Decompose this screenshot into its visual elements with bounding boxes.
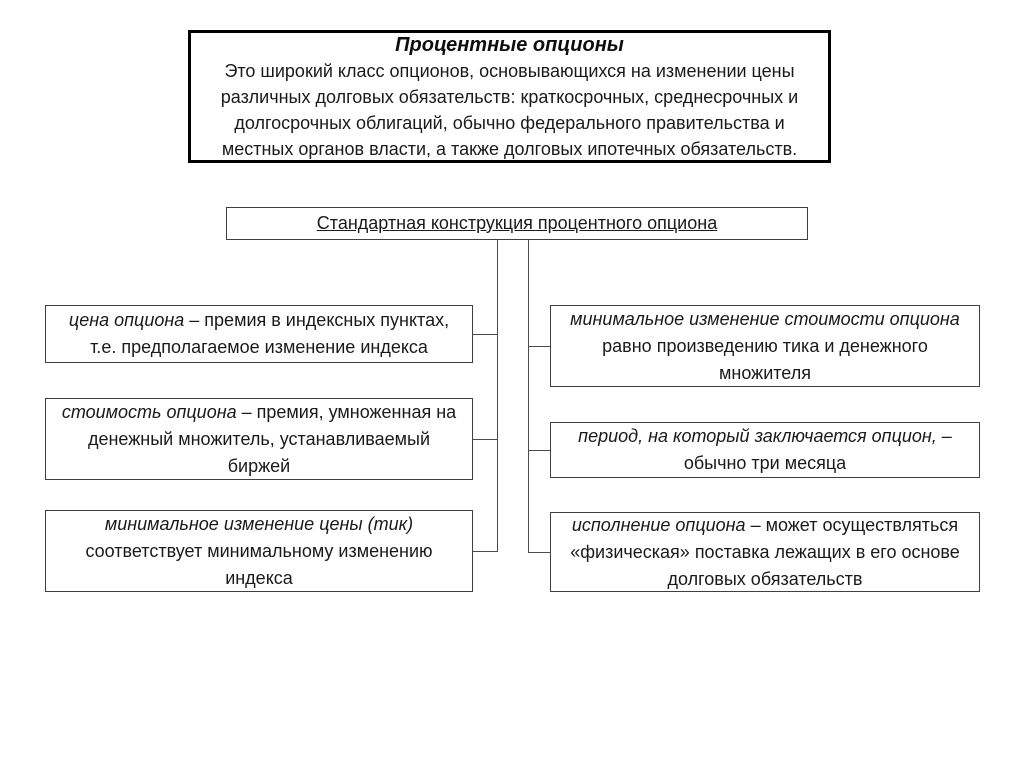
definition-term-price: цена опциона <box>68 310 185 330</box>
intro-title: Процентные опционы <box>395 33 624 56</box>
connector-trunk-left <box>497 240 498 552</box>
definition-rest-price: – премия в индексных пунктах, т.е. предп… <box>90 310 450 357</box>
definition-box-period: период, на который заключается опцион, –… <box>550 422 980 478</box>
definition-text-tick: минимальное изменение цены (тик) соответ… <box>85 511 432 592</box>
definition-text-value: стоимость опциона – премия, умноженная н… <box>62 399 456 480</box>
definition-text-price: цена опциона – премия в индексных пункта… <box>69 307 449 361</box>
definition-term-period: период, на который заключается опцион, – <box>578 426 952 446</box>
connector-trunk-right <box>528 240 529 553</box>
definition-rest-period: обычно три месяца <box>683 453 847 473</box>
definition-text-execution: исполнение опциона – может осуществлятьс… <box>570 512 960 593</box>
definition-rest-value: – премия, умноженная на денежный множите… <box>87 401 457 476</box>
definition-rest-tick: соответствует минимальному изменению инд… <box>85 540 433 588</box>
connector-stub-value <box>473 439 497 440</box>
connector-stub-tick <box>473 551 497 552</box>
definition-term-min-value-change: минимальное изменение стоимости опциона <box>570 308 960 329</box>
definition-box-price: цена опциона – премия в индексных пункта… <box>45 305 473 363</box>
intro-description: Это широкий класс опционов, основывающих… <box>220 60 799 159</box>
connector-stub-min-change <box>529 346 550 347</box>
construction-header-box: Стандартная конструкция процентного опци… <box>226 207 808 240</box>
definition-box-min-value-change: минимальное изменение стоимости опциона … <box>550 305 980 387</box>
definition-term-tick: минимальное изменение цены (тик) <box>104 513 414 534</box>
definition-rest-execution: – может осуществляться «физическая» пост… <box>570 514 960 589</box>
definition-term-value: стоимость опциона <box>61 401 237 422</box>
definition-text-min-value-change: минимальное изменение стоимости опциона … <box>570 306 960 387</box>
construction-header-label: Стандартная конструкция процентного опци… <box>316 213 718 233</box>
definition-box-tick: минимальное изменение цены (тик) соответ… <box>45 510 473 592</box>
connector-stub-price <box>473 334 497 335</box>
definition-rest-min-value-change: равно произведению тика и денежного множ… <box>602 335 928 383</box>
definition-box-execution: исполнение опциона – может осуществлятьс… <box>550 512 980 592</box>
connector-stub-execution <box>529 552 550 553</box>
definition-term-execution: исполнение опциона <box>571 514 746 535</box>
definition-text-period: период, на который заключается опцион, –… <box>578 423 952 477</box>
definition-box-value: стоимость опциона – премия, умноженная н… <box>45 398 473 480</box>
connector-stub-period <box>529 450 550 451</box>
intro-box: Процентные опционы Это широкий класс опц… <box>188 30 831 163</box>
